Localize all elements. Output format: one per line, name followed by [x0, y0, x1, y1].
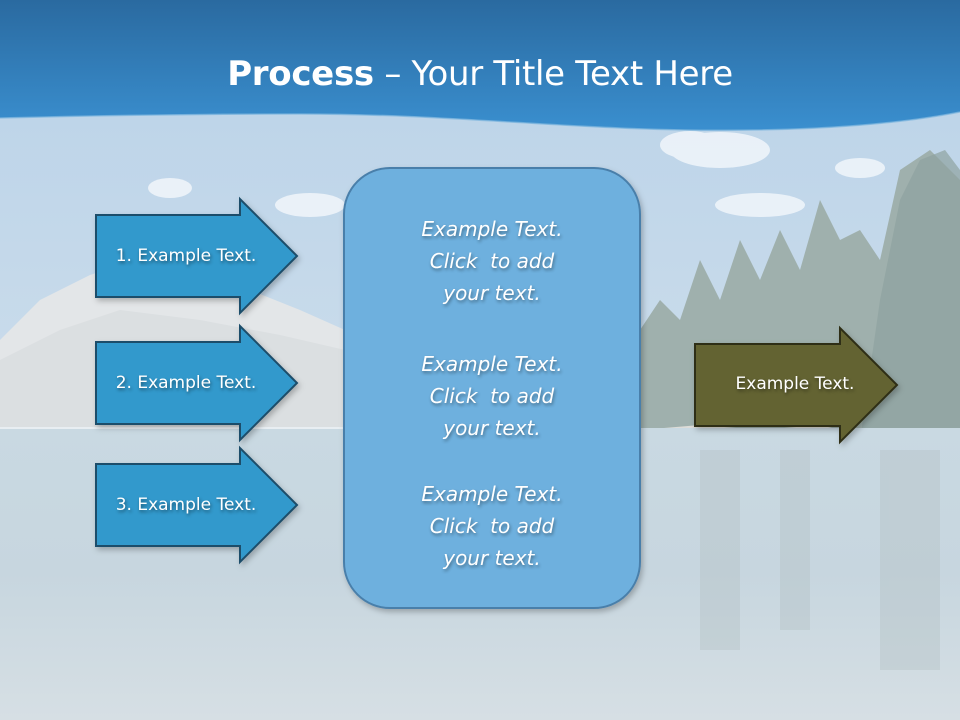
arrow-3-shape[interactable]	[95, 445, 299, 565]
slide-title[interactable]: Process – Your Title Text Here	[0, 50, 960, 98]
arrow-3-label[interactable]: 3. Example Text.	[115, 495, 257, 515]
output-arrow-label[interactable]: Example Text.	[735, 374, 855, 394]
arrow-2-label[interactable]: 2. Example Text.	[115, 373, 257, 393]
center-rounded-box[interactable]	[343, 167, 641, 609]
arrow-2-shape[interactable]	[95, 323, 299, 443]
title-bold-text: Process	[227, 54, 374, 94]
center-text-block-2[interactable]: Example Text. Click to add your text.	[344, 348, 640, 444]
center-text-line: Example Text.	[421, 482, 563, 506]
center-text-line: your text.	[443, 546, 541, 570]
arrow-1-shape[interactable]	[95, 196, 299, 316]
output-arrow-shape[interactable]	[694, 325, 899, 445]
center-text-line: Click to add	[429, 249, 555, 273]
title-rest-text: – Your Title Text Here	[373, 54, 733, 94]
center-text-line: Click to add	[429, 384, 555, 408]
center-text-line: Example Text.	[421, 217, 563, 241]
center-text-line: Click to add	[429, 514, 555, 538]
center-text-line: Example Text.	[421, 352, 563, 376]
center-text-block-1[interactable]: Example Text. Click to add your text.	[344, 213, 640, 309]
center-text-block-3[interactable]: Example Text. Click to add your text.	[344, 478, 640, 574]
center-text-line: your text.	[443, 416, 541, 440]
center-text-line: your text.	[443, 281, 541, 305]
arrow-1-label[interactable]: 1. Example Text.	[115, 246, 257, 266]
